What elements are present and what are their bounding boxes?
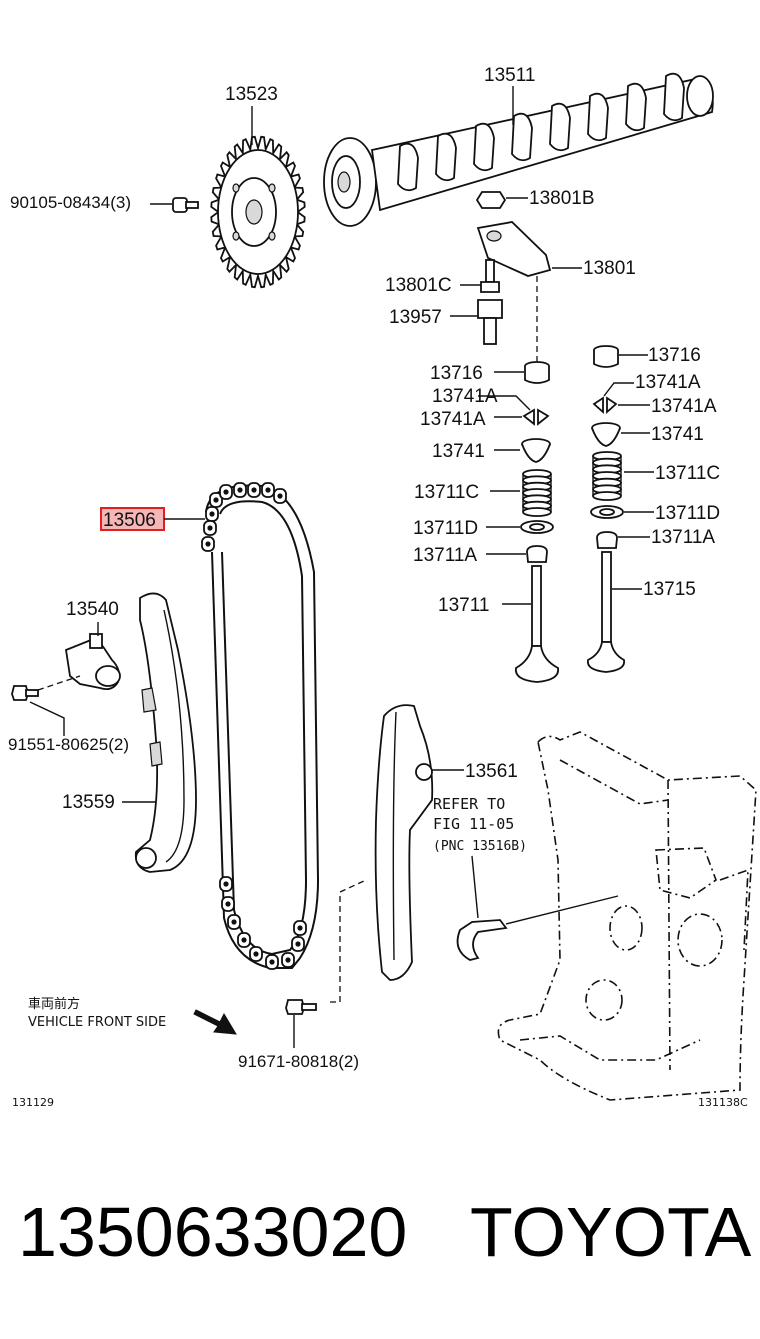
label-13801B: 13801B [529,188,595,209]
label-13559: 13559 [62,792,115,813]
refer-note-line3: (PNC 13516B) [433,839,527,854]
chain-damper-13561 [374,704,434,981]
label-90105: 90105-08434(3) [10,193,131,212]
nut-13801B [475,191,507,209]
engine-block-outline [497,731,757,1101]
cam-lobe [511,112,533,162]
chain-tensioner-13540 [65,633,121,691]
seal-13711A-right [596,531,618,549]
chain-pin [269,959,275,965]
vehicle-front-arrow-icon [193,1009,237,1035]
bolt-91671 [285,999,317,1015]
cam-lobe [473,122,495,172]
label-13711C-left: 13711C [414,482,479,503]
chain-slipper-13559 [134,592,197,873]
chain-pin [223,489,229,495]
spring-coil [592,491,622,501]
camshaft-13511 [323,72,714,227]
intake-valve-13711 [514,565,560,683]
refer-note-line1: REFER TO [433,795,505,813]
lifter-13716-left [524,361,550,384]
label-13957: 13957 [389,307,442,328]
spring-13711C-right [592,451,622,501]
bolt-13957 [477,299,503,345]
label-91551: 91551-80625(2) [8,735,129,754]
chain-pin [207,525,213,531]
chain-pin [265,487,271,493]
fig-number-right: 131138C [698,1096,748,1109]
label-13741A-left-top: 13741A [432,386,498,407]
chain-pin [297,925,303,931]
cam-lobe [587,92,609,142]
chain-pin [213,497,219,503]
label-13716-right: 13716 [648,345,701,366]
label-13523: 13523 [225,84,278,105]
rocker-arm-13801 [476,221,552,277]
label-13711D-left: 13711D [413,518,478,539]
camshaft-sprocket-13523 [210,135,306,289]
refer-note-line2: FIG 11-05 [433,815,514,833]
chain-pin [251,487,257,493]
label-13540: 13540 [66,599,119,620]
cam-lobe [625,82,647,132]
seal-13711A-left [526,545,548,563]
cam-lobe [549,102,571,152]
brand-name: TOYOTA [470,1193,752,1271]
label-13741A-right: 13741A [651,396,717,417]
seat-13711D-left [520,520,554,534]
chain-pin [223,881,229,887]
chain-pin [295,941,301,947]
chain-pin [225,901,231,907]
label-13711A-right: 13711A [651,527,715,548]
label-13711: 13711 [438,595,489,616]
label-13801C: 13801C [385,275,452,296]
front-note-en: VEHICLE FRONT SIDE [28,1015,166,1030]
label-13561: 13561 [465,761,518,782]
lifter-13716-right [593,345,619,368]
bolt-13801C [480,259,500,293]
label-91671: 91671-80818(2) [238,1052,359,1071]
fig-number-left: 131129 [12,1096,54,1109]
front-note-jp: 車両前方 [28,996,80,1012]
label-13741-left: 13741 [432,441,485,462]
keeper-13741A-left [522,408,550,426]
label-13715: 13715 [643,579,696,600]
spring-13711C-left [522,469,552,517]
chain-pin [277,493,283,499]
chain-pin [231,919,237,925]
bolt-91551 [11,685,39,701]
retainer-13741-right [591,422,621,447]
retainer-13741-left [521,438,551,463]
cam-lobe [397,142,419,192]
cam-lobe [435,132,457,182]
timing-chain-13506 [201,482,320,970]
label-13711A-left: 13711A [413,545,477,566]
exhaust-valve-13715 [586,551,626,673]
spring-coil [522,507,552,517]
keeper-13741A-right [592,396,618,415]
label-13711D-right: 13711D [655,503,720,524]
label-13711C-right: 13711C [655,463,720,484]
oil-jet-pipe [456,895,619,961]
chain-pin [285,957,291,963]
chain-pin [241,937,247,943]
label-13741A-right-top: 13741A [635,372,701,393]
label-13716-left: 13716 [430,363,483,384]
seat-13711D-right [590,505,624,519]
label-13741-right: 13741 [651,424,704,445]
label-13506: 13506 [103,510,156,531]
bolt-90105 [172,197,199,213]
label-13511: 13511 [484,65,535,86]
label-13741A-left: 13741A [420,409,486,430]
chain-pin [253,951,259,957]
chain-pin [237,487,243,493]
label-13801: 13801 [583,258,636,279]
part-number: 1350633020 [18,1193,407,1271]
chain-pin [205,541,211,547]
chain-pin [209,511,215,517]
cam-lobe [663,72,685,122]
